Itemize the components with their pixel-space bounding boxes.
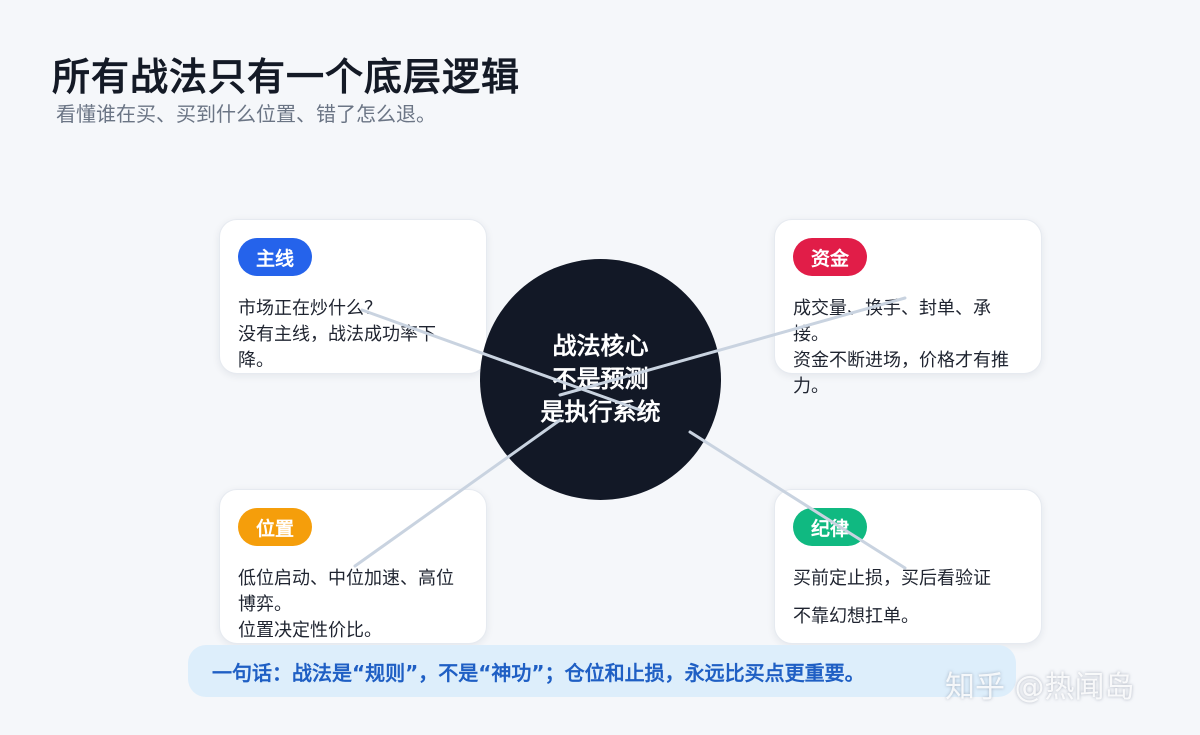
card-position: 位置 低位启动、中位加速、高位博弈。 位置决定性价比。 xyxy=(219,489,487,644)
card-position-line-2: 位置决定性价比。 xyxy=(238,620,382,641)
watermark: 知乎 @热闻岛 xyxy=(945,670,1135,705)
card-position-line-1: 低位启动、中位加速、高位博弈。 xyxy=(238,568,454,615)
summary-banner: 一句话：战法是“规则”，不是“神功”；仓位和止损，永远比买点更重要。 xyxy=(188,645,1016,697)
card-capital-line-2: 资金不断进场，价格才有推力。 xyxy=(793,350,1009,397)
badge-discipline: 纪律 xyxy=(793,508,868,546)
center-line-2: 不是预测 xyxy=(552,365,649,393)
badge-position: 位置 xyxy=(238,508,313,546)
card-main-line-line-2: 没有主线，战法成功率下降。 xyxy=(238,324,436,371)
card-main-line-line-1: 市场正在炒什么？ xyxy=(238,298,382,319)
card-capital-text: 成交量、换手、封单、承接。 资金不断进场，价格才有推力。 xyxy=(793,296,1025,400)
card-discipline-line-1: 买前定止损，买后看验证 xyxy=(793,568,991,589)
center-circle: 战法核心 不是预测 是执行系统 xyxy=(480,259,721,500)
badge-capital: 资金 xyxy=(793,238,868,276)
card-capital: 资金 成交量、换手、封单、承接。 资金不断进场，价格才有推力。 xyxy=(774,219,1042,397)
card-main-line-text: 市场正在炒什么？ 没有主线，战法成功率下降。 xyxy=(238,296,470,374)
card-discipline: 纪律 买前定止损，买后看验证 不靠幻想扛单。 xyxy=(774,489,1042,644)
page-subtitle: 看懂谁在买、买到什么位置、错了怎么退。 xyxy=(56,102,436,126)
card-capital-line-1: 成交量、换手、封单、承接。 xyxy=(793,298,991,345)
card-discipline-line-2: 不靠幻想扛单。 xyxy=(793,606,919,627)
card-discipline-text: 买前定止损，买后看验证 不靠幻想扛单。 xyxy=(793,566,1025,630)
card-position-text: 低位启动、中位加速、高位博弈。 位置决定性价比。 xyxy=(238,566,470,644)
card-main-line: 主线 市场正在炒什么？ 没有主线，战法成功率下降。 xyxy=(219,219,487,374)
center-line-1: 战法核心 xyxy=(552,332,649,360)
page-title: 所有战法只有一个底层逻辑 xyxy=(52,55,521,99)
badge-main-line: 主线 xyxy=(238,238,313,276)
center-line-3: 是执行系统 xyxy=(540,398,661,426)
